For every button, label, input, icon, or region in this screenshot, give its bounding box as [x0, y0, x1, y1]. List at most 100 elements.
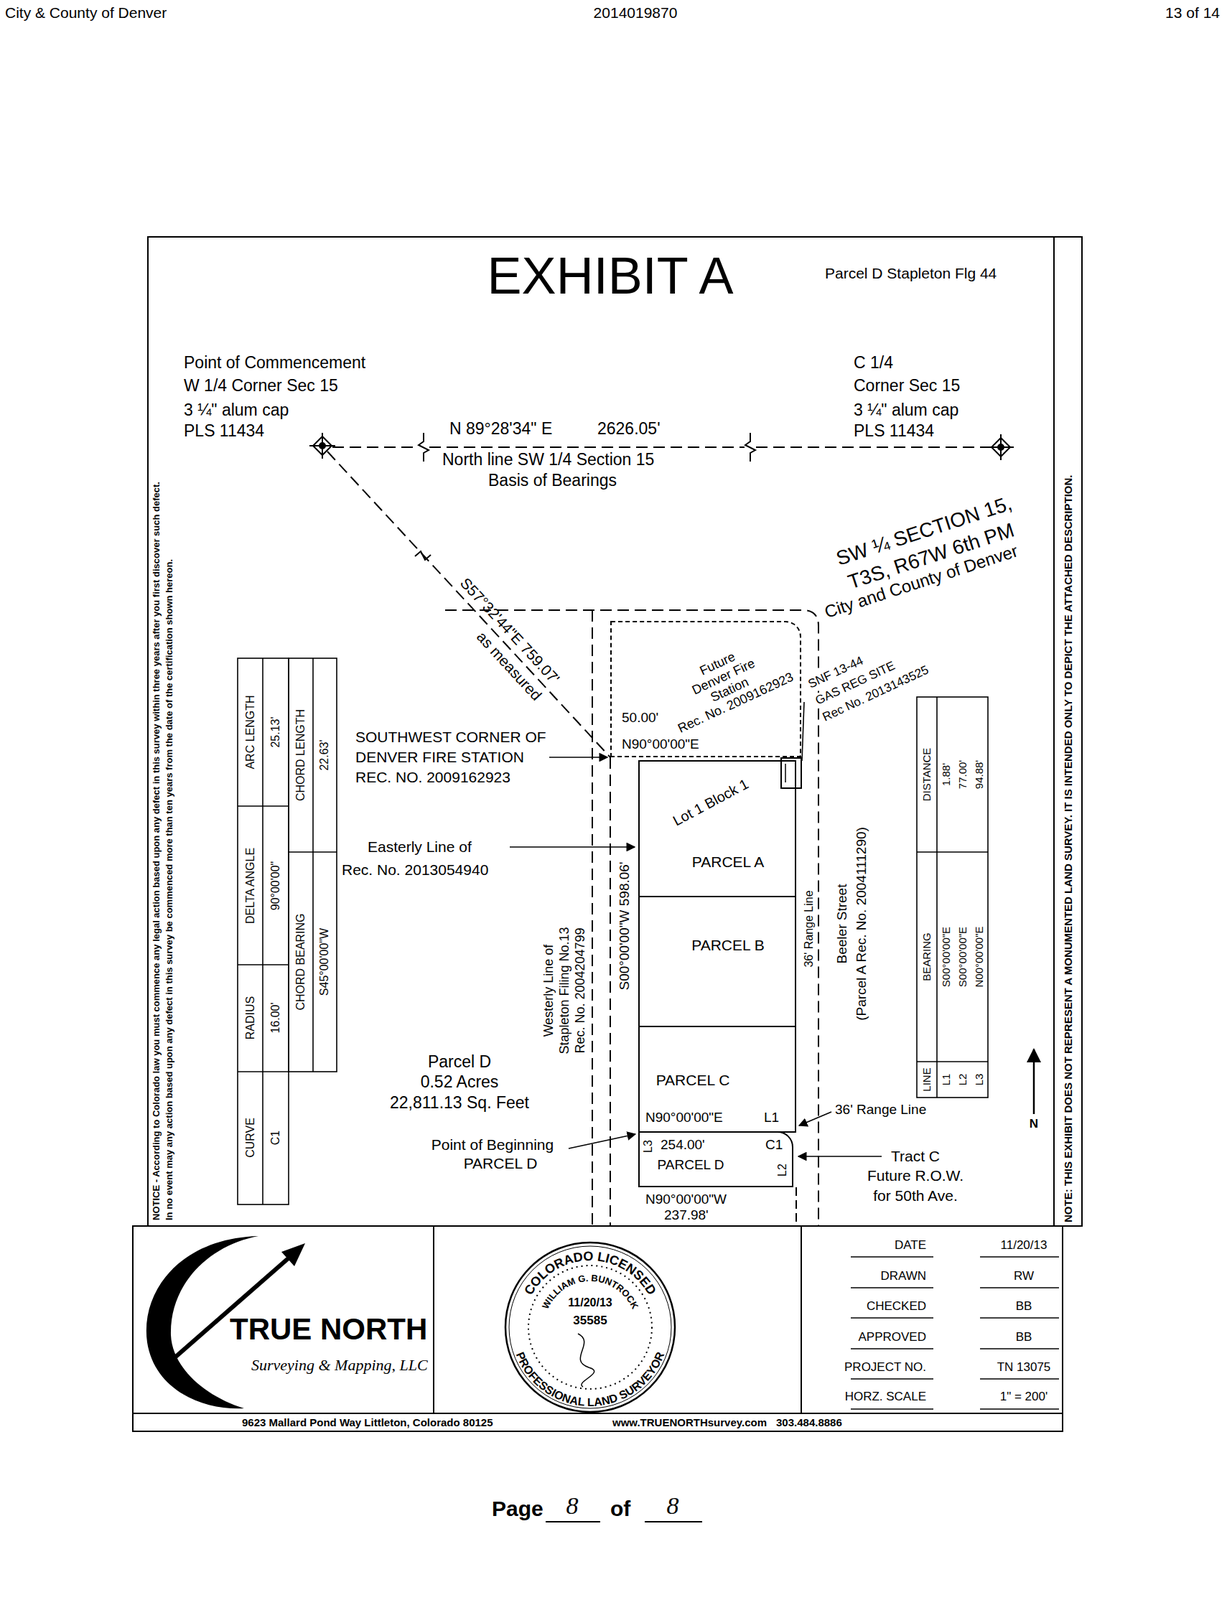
drawing-subtitle: Parcel D Stapleton Flg 44	[824, 264, 997, 283]
tract-label: Tract C	[890, 1148, 940, 1166]
underline	[545, 1521, 601, 1523]
title-field: HORZ. SCALE	[845, 1389, 927, 1405]
curve-number: C1	[765, 1137, 783, 1154]
title-value: BB	[1015, 1330, 1033, 1345]
callout-label: DENVER FIRE STATION	[355, 748, 525, 767]
leader-line	[798, 1155, 882, 1158]
monument-label: 3 ¼" alum cap	[183, 400, 289, 420]
title-divider	[432, 1226, 435, 1414]
monument-label: 3 ¼" alum cap	[853, 400, 959, 420]
curve-table	[237, 658, 337, 1205]
tract-label: for 50th Ave.	[873, 1187, 958, 1205]
monument-label: PLS 11434	[853, 421, 935, 441]
area-label: Parcel D	[427, 1052, 492, 1072]
title-divider	[800, 1226, 802, 1414]
table-rule	[237, 964, 289, 966]
line-label: Basis of Bearings	[488, 470, 617, 490]
underline	[850, 1378, 934, 1380]
area-label: 22,811.13 Sq. Feet	[389, 1093, 530, 1113]
table-rule	[936, 697, 938, 1098]
table-rule	[916, 851, 988, 853]
leader-line	[799, 1112, 832, 1126]
property-lines	[445, 610, 819, 1227]
table-rule	[237, 1071, 289, 1073]
parcel-label: PARCEL A	[692, 853, 764, 871]
node-text-group: PARCEL B	[691, 936, 765, 955]
company-logo: TRUE NORTH	[229, 1312, 428, 1347]
company-tagline: Surveying & Mapping, LLC	[251, 1356, 428, 1375]
surveyor-seal	[505, 1242, 675, 1413]
table-frame	[916, 697, 988, 1098]
table-header: BEARING	[920, 932, 933, 982]
legal-notice: NOTICE - According to Colorado law you m…	[151, 481, 163, 1221]
seal-number: 35585	[572, 1313, 607, 1329]
north-label: N	[1029, 1117, 1039, 1132]
line-label: 36' Range Line	[834, 1102, 927, 1118]
parcel-label: PARCEL C	[656, 1071, 731, 1090]
gas-site-mark	[784, 763, 787, 783]
underline	[980, 1317, 1059, 1319]
bearing-label: N90°00'00"E	[621, 736, 700, 753]
underline	[644, 1521, 703, 1523]
underline	[980, 1256, 1059, 1258]
signature	[577, 1333, 595, 1388]
line-label: Westerly Line of	[541, 944, 557, 1038]
underline	[980, 1378, 1059, 1380]
monument-symbol	[987, 434, 1014, 461]
table-header: DISTANCE	[920, 748, 933, 802]
line-number: L1	[763, 1109, 779, 1126]
underline	[980, 1348, 1059, 1350]
leaders	[509, 702, 1034, 1157]
underline	[850, 1287, 934, 1289]
underline	[850, 1317, 934, 1319]
callout-label: Easterly Line of	[367, 838, 472, 856]
table-header: RADIUS	[244, 996, 258, 1040]
seal-ring	[509, 1246, 672, 1409]
parcel-label: PARCEL D	[657, 1157, 725, 1173]
leader-line	[549, 756, 608, 759]
street-label: (Parcel A Rec. No. 2004111290)	[853, 827, 870, 1021]
node-text-group: Future Denver Fire StationRec. No. 20091…	[657, 630, 797, 736]
callout-label: Point of Beginning	[431, 1136, 554, 1154]
table-rule	[288, 851, 337, 853]
range-line	[795, 1187, 797, 1227]
legal-notice: In no event may any action based upon an…	[164, 559, 176, 1221]
drawing-frame	[147, 236, 1082, 1227]
title-field: DRAWN	[880, 1269, 927, 1284]
table-rule	[237, 805, 289, 807]
table-cell: S00°00'00"E	[956, 926, 969, 988]
bearing-label: S00°00'00"W 598.06'	[616, 862, 633, 991]
line-label: Stapleton Filing No.13	[557, 926, 573, 1054]
table-cell: S00°00'00"E	[939, 926, 953, 988]
leader-line	[568, 1134, 636, 1149]
table-header: LINE	[920, 1067, 933, 1092]
table-cell: 90°00'00"	[269, 861, 283, 912]
tract-label: Future R.O.W.	[867, 1167, 964, 1185]
page-number: 8	[566, 1491, 579, 1520]
leader-line	[801, 702, 805, 762]
monument-dot	[319, 442, 326, 449]
table-cell: 25.13'	[269, 716, 283, 748]
bearing-label: N90°00'00"E	[645, 1109, 723, 1126]
logo-arrowhead	[281, 1243, 306, 1267]
table-header: CHORD LENGTH	[294, 709, 308, 802]
monument-label: Corner Sec 15	[853, 376, 960, 395]
monument-symbol	[309, 432, 336, 459]
easterly-line	[609, 757, 611, 1227]
monument-label: PLS 11434	[183, 421, 265, 441]
westerly-line	[591, 610, 594, 1227]
tie-line	[327, 451, 611, 758]
seal-ring	[505, 1242, 675, 1413]
underline	[850, 1348, 934, 1350]
table-frame	[288, 658, 337, 1072]
underline	[980, 1408, 1059, 1411]
gas-site-box	[781, 758, 802, 789]
bearing-label: N 89°28'34" E	[449, 419, 553, 438]
table-frame	[237, 658, 289, 1205]
node-text-group: PARCEL A	[692, 853, 764, 871]
table-rule	[916, 1061, 988, 1063]
area-label: 0.52 Acres	[420, 1072, 499, 1092]
table-header: CURVE	[244, 1117, 258, 1159]
